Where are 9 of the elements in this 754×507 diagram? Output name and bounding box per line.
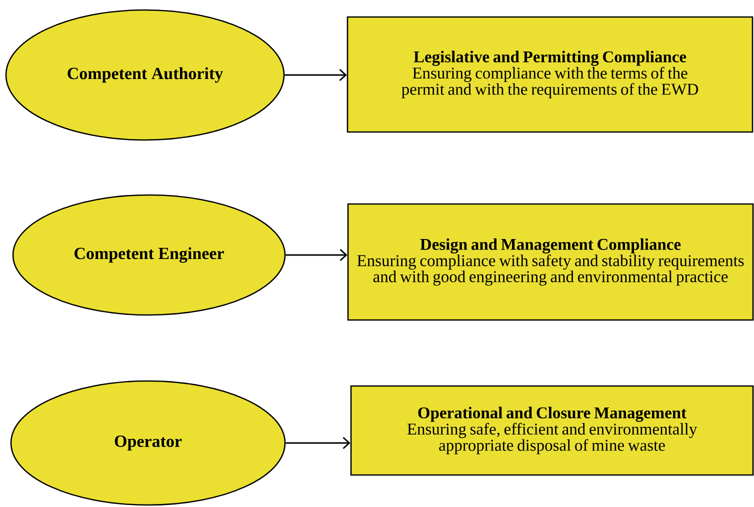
ellipse-node: Competent Engineer bbox=[12, 194, 286, 316]
arrow bbox=[286, 248, 348, 262]
ellipse-node: Operator bbox=[10, 380, 286, 506]
text-box: Legislative and Permitting Compliance Ensuring compliance with the terms of the permit and with the requirements of the EWD bbox=[346, 16, 754, 133]
text-box: Operational and Closure Management Ensuring safe, efficient and environmentally appropriate disposal of mine waste bbox=[350, 385, 754, 476]
arrow bbox=[286, 436, 350, 450]
arrow bbox=[284, 68, 347, 82]
text-box: Design and Management Compliance Ensuring compliance with safety and stability requirements and with good engineering and environmental practice bbox=[347, 203, 754, 321]
ellipse-node: Competent Authority bbox=[5, 9, 285, 141]
